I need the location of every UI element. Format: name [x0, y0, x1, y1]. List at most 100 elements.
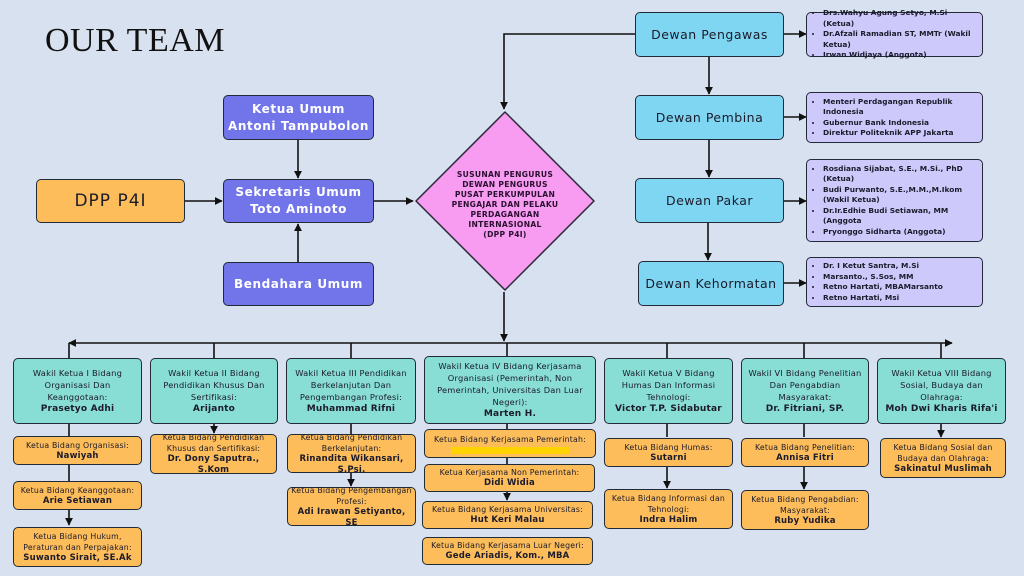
center-line: PERDAGANGAN: [470, 210, 540, 219]
ketua-bidang-box: Ketua Bidang Pengabdian: Masyarakat: Rub…: [741, 490, 869, 530]
ketua-name: Sakinatul Muslimah: [894, 463, 992, 474]
member-item: Retno Hartati, MBAMarsanto: [823, 282, 943, 293]
ketua-bidang-box: Ketua Bidang Pendidikan Berkelanjutan: R…: [287, 432, 416, 475]
center-line: PUSAT PERKUMPULAN: [454, 190, 556, 199]
member-item: Dr.Afzali Ramadian ST, MMTr (Wakil Ketua…: [823, 29, 976, 50]
ketua-name: Rinandita Wikansari, S.Psi.: [299, 453, 404, 475]
ketua-title: Ketua Bidang Penelitian:: [754, 442, 856, 452]
ketua-bidang-box: Ketua Bidang Hukum, Peraturan dan Perpaj…: [13, 527, 142, 567]
ketua-bidang-box: Ketua Bidang Kerjasama Pemerintah:: [424, 429, 596, 458]
ketua-title: Ketua Bidang Keanggotaan:: [20, 485, 135, 495]
sekretaris-umum-name: Toto Aminoto: [250, 202, 347, 216]
center-line: (DPP P4I): [483, 230, 527, 239]
root-node-dpp: DPP P4I: [36, 179, 185, 223]
page-title: OUR TEAM: [45, 22, 225, 59]
bendahara-umum-role: Bendahara Umum: [233, 276, 364, 291]
ketua-name: Sutarni: [650, 452, 687, 463]
member-item: Budi Purwanto, S.E.,M.M.,M.Ikom (Wakil K…: [823, 185, 976, 206]
member-item: Direktur Politeknik APP Jakarta: [823, 128, 976, 139]
ketua-title: Ketua Bidang Pengabdian: Masyarakat:: [751, 494, 859, 515]
wakil-name: Victor T.P. Sidabutar: [615, 404, 722, 414]
dewan-label: Dewan Kehormatan: [645, 276, 777, 291]
center-line: SUSUNAN PENGURUS: [456, 170, 554, 179]
center-line: PENGAJAR DAN PELAKU: [451, 200, 559, 209]
member-item: Dr.Ir.Edhie Budi Setiawan, MM (Anggota: [823, 206, 976, 227]
wakil-ketua-6-box: Wakil VI Bidang Penelitian Dan Pengabdia…: [741, 358, 869, 424]
ketua-title: Ketua Bidang Pendidikan Khusus dan Serti…: [162, 433, 265, 453]
member-item: Rosdiana Sijabat, S.E., M.Si., PhD (Ketu…: [823, 164, 976, 185]
dewan-label: Dewan Pengawas: [651, 27, 768, 42]
ketua-umum-box: Ketua Umum Antoni Tampubolon: [223, 95, 374, 140]
wakil-title: Wakil Ketua I Bidang Organisasi Dan Kean…: [32, 368, 123, 402]
center-line: DEWAN PENGURUS: [462, 180, 548, 189]
ketua-title: Ketua Bidang Informasi dan Tehnologi:: [611, 493, 726, 514]
ketua-bidang-box: Ketua Bidang Organisasi: Nawiyah: [13, 436, 142, 465]
ketua-bidang-box: Ketua Bidang Informasi dan Tehnologi: In…: [604, 489, 733, 529]
member-item: Pryonggo Sidharta (Anggota): [823, 227, 976, 238]
ketua-bidang-box: Ketua Bidang Pengembangan Profesi: Adi I…: [287, 485, 416, 528]
dewan-label: Dewan Pembina: [655, 110, 764, 125]
sekretaris-umum-role: Sekretaris Umum: [235, 185, 362, 199]
dewan-pembina-box: Dewan Pembina: [635, 95, 784, 140]
wakil-title: Wakil VI Bidang Penelitian Dan Pengabdia…: [748, 368, 862, 402]
ketua-bidang-box: Ketua Bidang Penelitian: Annisa Fitri: [741, 438, 869, 467]
ketua-name: Adi Irawan Setiyanto, SE: [297, 506, 406, 528]
member-item: Menteri Perdagangan Republik Indonesia: [823, 97, 976, 118]
sekretaris-umum-box: Sekretaris Umum Toto Aminoto: [223, 179, 374, 223]
ketua-name: Annisa Fitri: [776, 452, 834, 463]
member-item: Gubernur Bank Indonesia: [823, 118, 976, 129]
wakil-name: Marten H.: [483, 409, 537, 419]
wakil-title: Wakil Ketua V Bidang Humas Dan Informasi…: [621, 368, 716, 402]
ketua-title: Ketua Bidang Humas:: [624, 442, 713, 452]
wakil-ketua-2-box: Wakil Ketua II Bidang Pendidikan Khusus …: [150, 358, 278, 424]
ketua-name: Nawiyah: [56, 450, 99, 461]
wakil-name: Prasetyo Adhi: [40, 404, 115, 414]
wakil-title: Wakil Ketua IV Bidang Kerjasama Organisa…: [437, 361, 583, 407]
wakil-name: Arijanto: [192, 404, 236, 414]
wakil-title: Wakil Ketua VIII Bidang Sosial, Budaya d…: [891, 368, 992, 402]
dewan-kehormatan-members: Dr. I Ketut Santra, M.Si Marsanto., S.So…: [806, 257, 983, 307]
ketua-title: Ketua Bidang Kerjasama Universitas:: [432, 505, 583, 514]
ketua-umum-role: Ketua Umum: [251, 101, 346, 116]
ketua-title: Ketua Bidang Kerjasama Pemerintah:: [434, 434, 586, 444]
wakil-title: Wakil Ketua II Bidang Pendidikan Khusus …: [163, 368, 265, 402]
wakil-ketua-8-box: Wakil Ketua VIII Bidang Sosial, Budaya d…: [877, 358, 1006, 424]
ketua-bidang-box: Ketua Bidang Sosial dan Budaya dan Olahr…: [880, 438, 1006, 478]
ketua-bidang-box: Ketua Kerjasama Non Pemerintah: Didi Wid…: [424, 464, 595, 492]
member-item: Irwan Widjaya (Anggota): [823, 50, 976, 61]
dewan-pembina-members: Menteri Perdagangan Republik Indonesia G…: [806, 92, 983, 143]
member-item: Drs.Wahyu Agung Setyo, M.Si (Ketua): [823, 8, 976, 29]
ketua-title: Ketua Bidang Kerjasama Luar Negeri:: [431, 541, 584, 550]
ketua-title: Ketua Bidang Pengembangan Profesi:: [291, 485, 412, 506]
ketua-bidang-box: Ketua Bidang Kerjasama Universitas: Hut …: [422, 501, 593, 529]
ketua-bidang-box: Ketua Bidang Keanggotaan: Arie Setiawan: [13, 481, 142, 510]
ketua-name: Dr. Dony Saputra., S.Kom: [167, 454, 260, 475]
redacted-name-highlight: [451, 446, 569, 454]
center-diamond-text: SUSUNAN PENGURUS DEWAN PENGURUS PUSAT PE…: [430, 170, 580, 240]
ketua-name: Arie Setiawan: [42, 495, 113, 506]
ketua-name: Didi Widia: [484, 478, 535, 488]
ketua-bidang-box: Ketua Bidang Kerjasama Luar Negeri: Gede…: [422, 537, 593, 565]
ketua-title: Ketua Bidang Hukum, Peraturan dan Perpaj…: [23, 531, 132, 552]
dewan-kehormatan-box: Dewan Kehormatan: [638, 261, 784, 306]
wakil-ketua-3-box: Wakil Ketua III Pendidikan Berkelanjutan…: [286, 358, 416, 424]
ketua-umum-name: Antoni Tampubolon: [228, 118, 369, 133]
root-label: DPP P4I: [74, 191, 147, 211]
wakil-title: Wakil Ketua III Pendidikan Berkelanjutan…: [295, 368, 407, 402]
wakil-name: Dr. Fitriani, SP.: [765, 404, 845, 414]
dewan-pengawas-members: Drs.Wahyu Agung Setyo, M.Si (Ketua) Dr.A…: [806, 8, 983, 59]
ketua-name: Hut Keri Malau: [470, 515, 545, 525]
ketua-bidang-box: Ketua Bidang Pendidikan Khusus dan Serti…: [150, 433, 277, 475]
member-item: Dr. I Ketut Santra, M.Si: [823, 261, 943, 272]
dewan-label: Dewan Pakar: [665, 193, 754, 208]
wakil-ketua-4-box: Wakil Ketua IV Bidang Kerjasama Organisa…: [424, 356, 596, 424]
ketua-name: Gede Ariadis, Kom., MBA: [445, 551, 570, 561]
center-diamond: [415, 111, 595, 291]
member-item: Marsanto., S.Sos, MM: [823, 272, 943, 283]
ketua-title: Ketua Bidang Pendidikan Berkelanjutan:: [300, 432, 403, 453]
ketua-name: Ruby Yudika: [774, 515, 836, 526]
bendahara-umum-box: Bendahara Umum: [223, 262, 374, 306]
dewan-pakar-members: Rosdiana Sijabat, S.E., M.Si., PhD (Ketu…: [806, 159, 983, 242]
wakil-name: Moh Dwi Kharis Rifa'i: [885, 404, 998, 414]
